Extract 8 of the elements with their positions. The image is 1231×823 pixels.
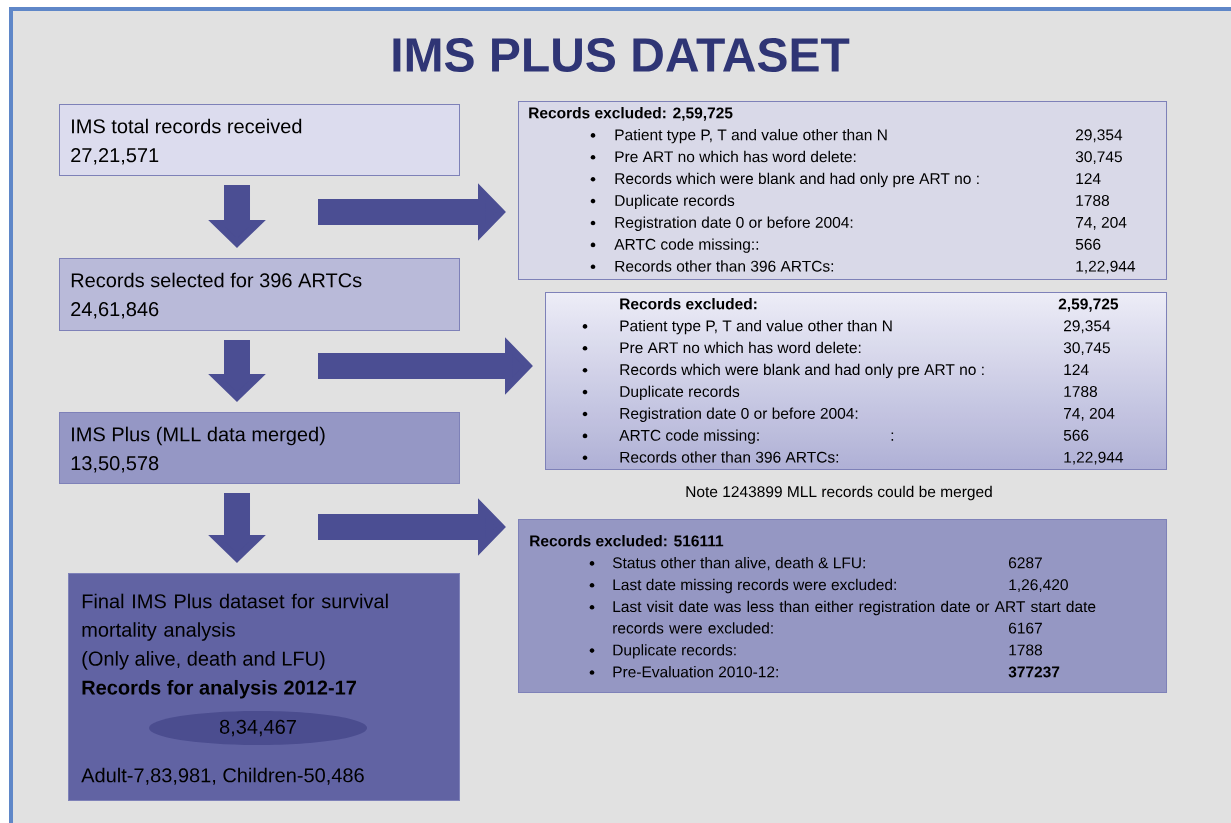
title: IMS PLUS DATASET <box>393 38 850 72</box>
process-box: IMS total records received 27,21,571 <box>59 104 460 176</box>
exclusion-box: Records excluded: 516111 Status other than alive, death & LFU: 6287 Last date missing records were excluded: 1,26,420 Last visit date was less than either registration date or ART start date records were excluded: 6167 Duplicate records: 1788 Pre-Evaluation 2010-12: 377237 <box>518 519 1167 693</box>
exclusion-box: Records excluded: 2,59,725 Patient type P, T and value other than N 29,354 Pre ART no which has word delete: 30,745 Records which were blank and had only pre ART no : 124 Duplicate records 1788 Registration date 0 or before 2004: 74, 204 ARTC code missing: : 566 Records other than 396 ARTCs: 1,22,944 <box>545 292 1167 470</box>
note: Note 1243899 MLL records could be merged <box>686 485 992 501</box>
process-box: Records selected for 396 ARTCs 24,61,846 <box>59 258 460 331</box>
exclusion-box: Records excluded: 2,59,725 Patient type P, T and value other than N 29,354 Pre ART no which has word delete: 30,745 Records which were blank and had only pre ART no : 124 Duplicate records 1788 Registration date 0 or before 2004: 74, 204 ARTC code missing:: 566 Records other than 396 ARTCs: 1,22,944 <box>518 101 1167 280</box>
process-box: IMS Plus (MLL data merged) 13,50,578 <box>59 412 460 484</box>
